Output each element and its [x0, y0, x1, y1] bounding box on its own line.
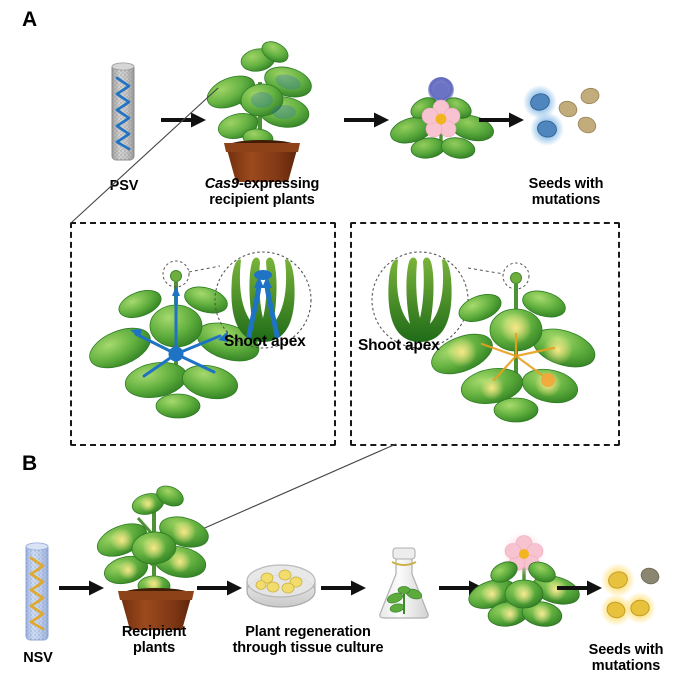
label-nsv: NSV [23, 650, 53, 666]
nsv-inset-graphic [371, 251, 596, 423]
label-psv: PSV [109, 178, 139, 194]
arrow-nsv-to-plant [59, 580, 104, 596]
seeds-b-line2: mutations [591, 658, 661, 675]
panel-letter-b: B [22, 452, 38, 475]
seeds-a-line2: mutations [531, 192, 601, 209]
psv-inset-graphic [89, 251, 312, 419]
arrow-plant-to-petri [197, 580, 242, 596]
arrow-flower-to-seeds [479, 112, 524, 128]
apex-label-right: Shoot apex [358, 337, 440, 354]
flower-head [421, 99, 461, 138]
flowering-plant-icon-b [468, 532, 580, 627]
potted-plant-icon-cas9 [206, 41, 312, 182]
flask-icon [379, 547, 429, 619]
label-cas9-recipient-plants: Cas9-expressing recipient plants [172, 176, 352, 208]
petri-dish-icon [246, 564, 316, 608]
label-recipient-plants: recipient plants [209, 192, 315, 209]
apex-label-left: Shoot apex [224, 333, 306, 350]
virion-rod-icon-nsv [25, 542, 49, 641]
panel-letter-a: A [22, 8, 38, 31]
nsv-shoot-apex-inset [350, 222, 620, 446]
arrow-psv-to-plant [161, 112, 206, 128]
recipient-b-line1: Recipient [121, 624, 187, 640]
seeds-icon-a [523, 85, 600, 146]
regen-line2: through tissue culture [232, 640, 384, 657]
psv-shoot-apex-inset [70, 222, 336, 446]
regen-line1: Plant regeneration [245, 624, 371, 640]
potted-plant-icon-recipient [96, 485, 209, 630]
seeds-a-line1: Seeds with [528, 176, 604, 192]
label-plant-regeneration: Plant regeneration through tissue cultur… [213, 624, 403, 656]
leader-line-panel-a [71, 87, 219, 223]
label-cas9-italic: Cas9 [204, 176, 239, 192]
label-recipient-plants-b: Recipient plants [96, 624, 212, 656]
flowering-plant-icon-a [390, 77, 494, 159]
arrow-petri-to-flask [321, 580, 366, 596]
arrow-flower-to-seeds-b [557, 580, 602, 596]
virion-rod-icon-psv [111, 62, 135, 161]
label-seeds-with-mutations-a: Seeds with mutations [496, 176, 636, 208]
arrow-plant-to-flower [344, 112, 389, 128]
recipient-b-line2: plants [132, 640, 176, 657]
label-expressing: -expressing [238, 176, 320, 192]
label-seeds-with-mutations-b: Seeds with mutations [570, 642, 682, 674]
seeds-icon-b [600, 563, 660, 626]
seeds-b-line1: Seeds with [588, 642, 664, 658]
